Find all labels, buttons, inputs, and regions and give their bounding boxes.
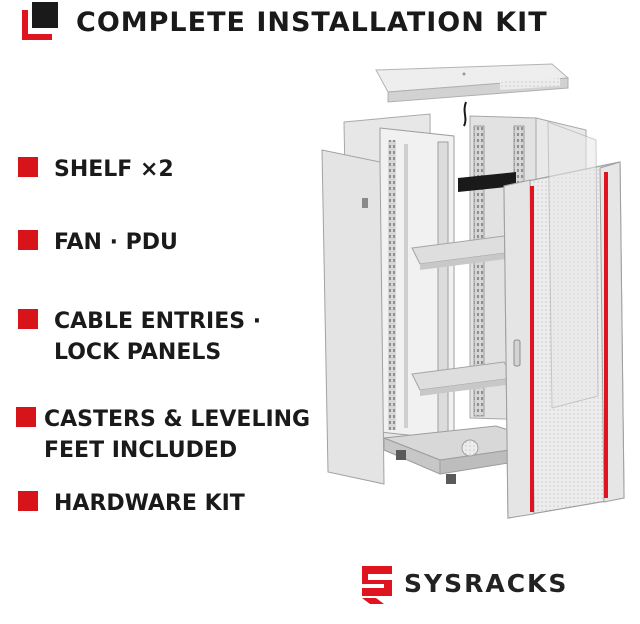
page-header: COMPLETE INSTALLATION KIT [18,2,548,42]
header-logo-black-square [32,2,58,28]
right-rear-side-panel [547,121,599,409]
rear-upright-left [473,125,485,417]
feature-item-shelf: SHELF ×2 [18,154,174,185]
cabinet-exploded-illustration [321,63,625,519]
feature-line: HARDWARE KIT [54,491,245,516]
left-frame [379,127,455,441]
left-side-panel [321,149,385,485]
fan-pdu-unit [458,172,516,192]
brand-name: SYSRACKS [404,568,569,598]
feature-text: SHELF ×2 [54,154,174,185]
feature-line: LOCK PANELS [54,340,222,365]
feature-bullet-icon [16,407,36,427]
feature-bullet-icon [18,230,38,250]
top-cover [375,63,570,103]
feature-line: CABLE ENTRIES · [54,309,262,334]
header-logo-red-corner [22,10,52,40]
feature-line: SHELF ×2 [54,157,174,182]
feature-line: FAN · PDU [54,230,178,255]
feature-item-fan-pdu: FAN · PDU [18,227,178,258]
feature-item-casters: CASTERS & LEVELING FEET INCLUDED [16,404,310,466]
ground-cable [463,101,467,127]
feature-bullet-icon [18,491,38,511]
page-title: COMPLETE INSTALLATION KIT [76,6,548,38]
brand-footer: SYSRACKS [354,562,568,604]
feature-text: FAN · PDU [54,227,178,258]
feature-text: HARDWARE KIT [54,488,245,519]
feature-item-cable-entries: CABLE ENTRIES · LOCK PANELS [18,306,261,368]
sysracks-logo-icon [362,566,392,604]
feature-list: SHELF ×2 FAN · PDU CABLE ENTRIES · LOCK … [16,0,328,560]
feature-line: CASTERS & LEVELING [44,407,311,432]
feature-line: FEET INCLUDED [44,438,238,463]
feature-text: CASTERS & LEVELING FEET INCLUDED [44,404,310,466]
feature-bullet-icon [18,309,38,329]
feature-item-hardware-kit: HARDWARE KIT [18,488,245,519]
side-panel-latch [362,198,368,208]
feature-bullet-icon [18,157,38,177]
header-logo-icon [18,2,70,42]
feature-text: CABLE ENTRIES · LOCK PANELS [54,306,261,368]
